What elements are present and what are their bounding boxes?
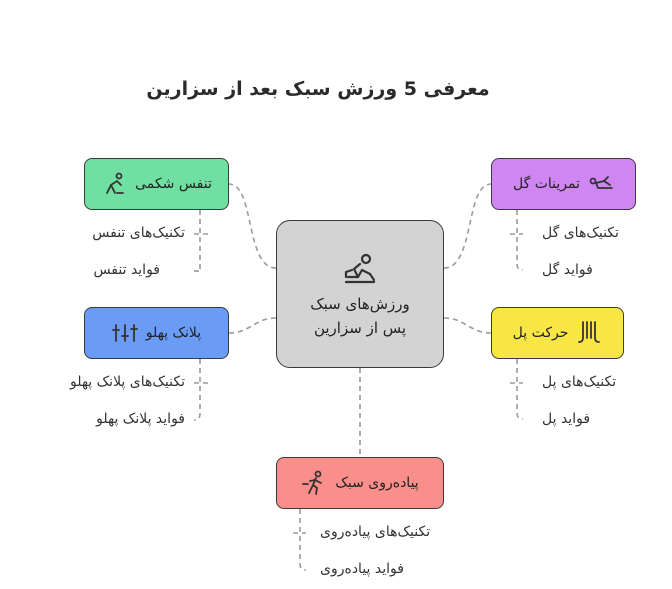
legs-icon	[576, 320, 602, 346]
node-label: پیاده‌روی سبک	[335, 475, 419, 491]
center-title-line2: پس از سزارین	[313, 319, 407, 337]
kegel-techniques: تکنیک‌های گل	[542, 225, 619, 241]
node-side-plank: پلانک پهلو	[84, 307, 229, 359]
node-label: تمرینات گل	[513, 176, 580, 192]
node-label: پلانک پهلو	[145, 325, 202, 341]
plank-benefits: فواید پلانک پهلو	[96, 411, 185, 427]
bridge-techniques: تکنیک‌های پل	[542, 374, 617, 390]
plank-techniques: تکنیک‌های پلانک پهلو	[69, 374, 185, 390]
reclining-person-icon	[588, 171, 614, 197]
center-title-line1: ورزش‌های سبک	[310, 295, 410, 313]
walking-person-icon	[301, 470, 327, 496]
node-abdominal-breathing: تنفس شکمی	[84, 158, 229, 210]
node-bridge-movement: حرکت پل	[491, 307, 624, 359]
node-kegel-exercises: تمرینات گل	[491, 158, 636, 210]
walk-techniques: تکنیک‌های پیاده‌روی	[320, 524, 431, 540]
diagram-title: معرفی 5 ورزش سبک بعد از سزارین	[146, 78, 490, 100]
breath-techniques: تکنیک‌های تنفس	[92, 225, 185, 241]
center-node: ورزش‌های سبک پس از سزارین	[276, 220, 444, 368]
breath-benefits: فواید تنفس	[93, 262, 160, 278]
exercise-person-icon	[101, 171, 127, 197]
node-label: تنفس شکمی	[135, 176, 212, 192]
node-label: حرکت پل	[512, 325, 569, 341]
bridge-benefits: فواید پل	[542, 411, 591, 427]
sliders-icon	[111, 320, 138, 346]
node-light-walking: پیاده‌روی سبک	[276, 457, 444, 509]
walk-benefits: فواید پیاده‌روی	[320, 561, 404, 577]
kegel-benefits: فواید گل	[542, 262, 593, 278]
massage-person-icon	[340, 250, 380, 290]
